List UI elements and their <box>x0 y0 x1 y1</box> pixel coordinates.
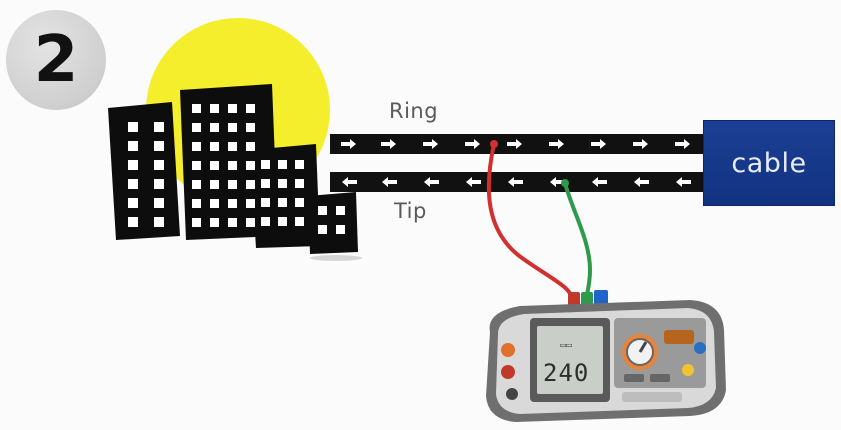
ring-wire <box>330 134 704 154</box>
window <box>228 142 237 151</box>
window <box>210 123 219 132</box>
step-badge: 2 <box>6 10 106 110</box>
window <box>154 141 164 151</box>
meter-reading: 240 <box>543 359 589 387</box>
window <box>228 104 237 113</box>
meter-screen-header: ▭▭ <box>560 340 572 351</box>
window <box>228 218 237 227</box>
building-4 <box>308 192 358 254</box>
window <box>246 104 255 113</box>
window <box>192 123 201 132</box>
red-probe-lead <box>486 142 576 304</box>
window <box>278 217 287 226</box>
window <box>128 160 138 170</box>
step-number: 2 <box>33 23 79 97</box>
red-probe-clip <box>490 140 498 148</box>
ring-arrows <box>341 139 690 149</box>
window <box>128 198 138 208</box>
window <box>261 217 270 226</box>
window <box>278 198 287 207</box>
window <box>128 122 138 132</box>
window <box>246 218 255 227</box>
direction-arrow <box>507 139 522 149</box>
window <box>210 104 219 113</box>
direction-arrow <box>549 139 564 149</box>
window <box>261 179 270 188</box>
window <box>210 161 219 170</box>
window <box>154 217 164 227</box>
window <box>318 225 327 234</box>
window <box>228 199 237 208</box>
window <box>246 123 255 132</box>
direction-arrow <box>508 177 523 187</box>
tip-arrows <box>342 177 691 187</box>
direction-arrow <box>676 177 691 187</box>
window <box>192 218 201 227</box>
direction-arrow <box>423 139 438 149</box>
direction-arrow <box>633 139 648 149</box>
building-1 <box>108 102 180 240</box>
cable-endpoint-box: cable <box>703 120 835 206</box>
window <box>228 123 237 132</box>
multimeter-icon: ▭▭ 240 <box>486 290 726 422</box>
direction-arrow <box>382 177 397 187</box>
window <box>261 198 270 207</box>
direction-arrow <box>591 139 606 149</box>
window <box>278 179 287 188</box>
window <box>154 122 164 132</box>
window <box>228 180 237 189</box>
window <box>336 225 345 234</box>
window <box>154 198 164 208</box>
window <box>192 161 201 170</box>
window <box>210 142 219 151</box>
building-windows <box>128 104 345 234</box>
window <box>128 179 138 189</box>
window <box>228 161 237 170</box>
green-probe-clip <box>561 179 569 187</box>
direction-arrow <box>424 177 439 187</box>
direction-arrow <box>466 177 481 187</box>
window <box>246 161 255 170</box>
window <box>295 217 304 226</box>
window <box>295 160 304 169</box>
tip-wire-label: Tip <box>394 199 427 223</box>
tip-wire <box>330 172 704 192</box>
window <box>154 179 164 189</box>
direction-arrow <box>342 177 357 187</box>
window <box>128 217 138 227</box>
direction-arrow <box>465 139 480 149</box>
direction-arrow <box>675 139 690 149</box>
meter-screen <box>537 326 603 394</box>
window <box>261 160 270 169</box>
window <box>318 206 327 215</box>
window <box>246 142 255 151</box>
window <box>210 180 219 189</box>
window <box>210 199 219 208</box>
city-buildings-icon <box>108 84 362 261</box>
window <box>336 206 345 215</box>
window <box>192 142 201 151</box>
direction-arrow <box>341 139 356 149</box>
window <box>192 180 201 189</box>
window <box>278 160 287 169</box>
window <box>295 179 304 188</box>
window <box>210 218 219 227</box>
window <box>246 199 255 208</box>
direction-arrow <box>592 177 607 187</box>
window <box>295 198 304 207</box>
ground-shadow <box>310 255 362 261</box>
window <box>128 141 138 151</box>
window <box>246 180 255 189</box>
window <box>192 199 201 208</box>
window <box>192 104 201 113</box>
direction-arrow <box>550 177 565 187</box>
green-probe-lead <box>563 181 593 304</box>
window <box>154 160 164 170</box>
direction-arrow <box>634 177 649 187</box>
ring-wire-label: Ring <box>389 99 439 123</box>
cable-endpoint-label: cable <box>731 147 807 179</box>
direction-arrow <box>381 139 396 149</box>
